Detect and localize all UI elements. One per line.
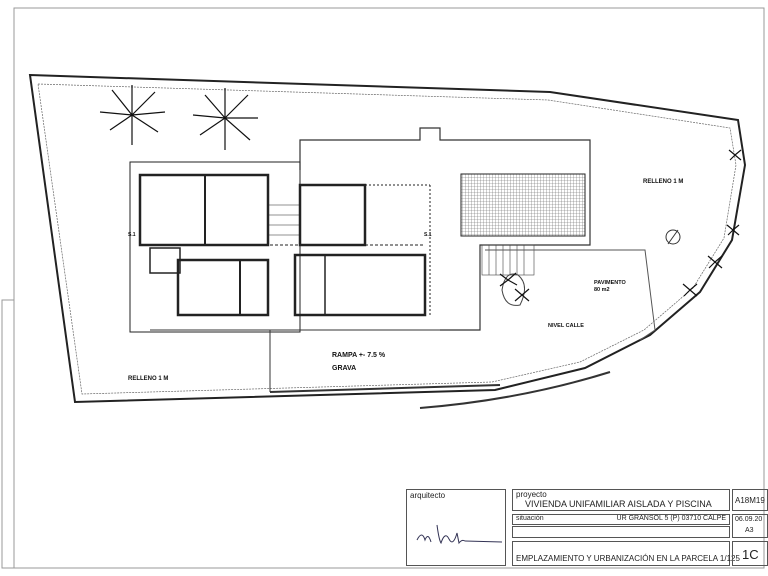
label-paving: PAVIMENTO — [594, 280, 627, 286]
terrace-outline — [299, 127, 591, 331]
project-label: proyecto — [516, 490, 547, 499]
title-block: arquitecto proyecto VIVIENDA UNIFAMILIAR… — [406, 489, 768, 566]
paper-format: A3 — [745, 527, 754, 534]
section-marker-left: S.1 — [128, 232, 136, 238]
project-code: A18M19 — [735, 496, 765, 505]
palm-tree-icon — [99, 85, 742, 302]
date-box: 06.09.20 A3 — [732, 514, 768, 538]
code-box: A18M19 — [732, 489, 768, 511]
label-gravel: GRAVA — [332, 365, 356, 372]
architect-box: arquitecto — [406, 489, 506, 566]
location-value: UR GRANSOL 5 (P) 03710 CALPE — [616, 515, 726, 522]
date: 06.09.20 — [735, 516, 763, 523]
ramp-area — [150, 329, 611, 409]
label-fill-right: RELLENO 1 M — [643, 179, 683, 185]
project-name: VIVIENDA UNIFAMILIAR AISLADA Y PISCINA — [525, 499, 712, 509]
pool-steps — [481, 244, 535, 276]
label-paving-area: 80 m2 — [594, 287, 610, 293]
label-ramp: RAMPA +- 7.5 % — [332, 352, 386, 359]
location-box: situación UR GRANSOL 5 (P) 03710 CALPE — [512, 514, 730, 525]
label-fill-left: RELLENO 1 M — [128, 376, 168, 382]
paving-edge — [485, 249, 656, 341]
blank-row — [512, 526, 730, 538]
sheet-title: EMPLAZAMIENTO Y URBANIZACIÓN EN LA PARCE… — [516, 554, 740, 563]
pool — [460, 173, 586, 237]
house-plan — [129, 161, 431, 333]
north-arrow-icon — [665, 229, 681, 245]
plot-boundary — [28, 73, 747, 404]
sheet-number-box: 1C — [732, 541, 768, 566]
project-box: proyecto VIVIENDA UNIFAMILIAR AISLADA Y … — [512, 489, 730, 511]
plot-inner-boundary — [37, 83, 737, 395]
section-marker-right: S.1 — [424, 232, 432, 238]
planter — [501, 273, 525, 306]
location-label: situación — [516, 515, 544, 522]
label-street-level: NIVEL CALLE — [548, 323, 584, 329]
sheet-title-box: EMPLAZAMIENTO Y URBANIZACIÓN EN LA PARCE… — [512, 541, 740, 566]
architect-label: arquitecto — [410, 491, 446, 500]
sheet-border — [13, 7, 765, 569]
legal-note-strip — [1, 299, 15, 569]
architect-signature — [416, 524, 503, 545]
sheet-number: 1C — [742, 547, 759, 562]
